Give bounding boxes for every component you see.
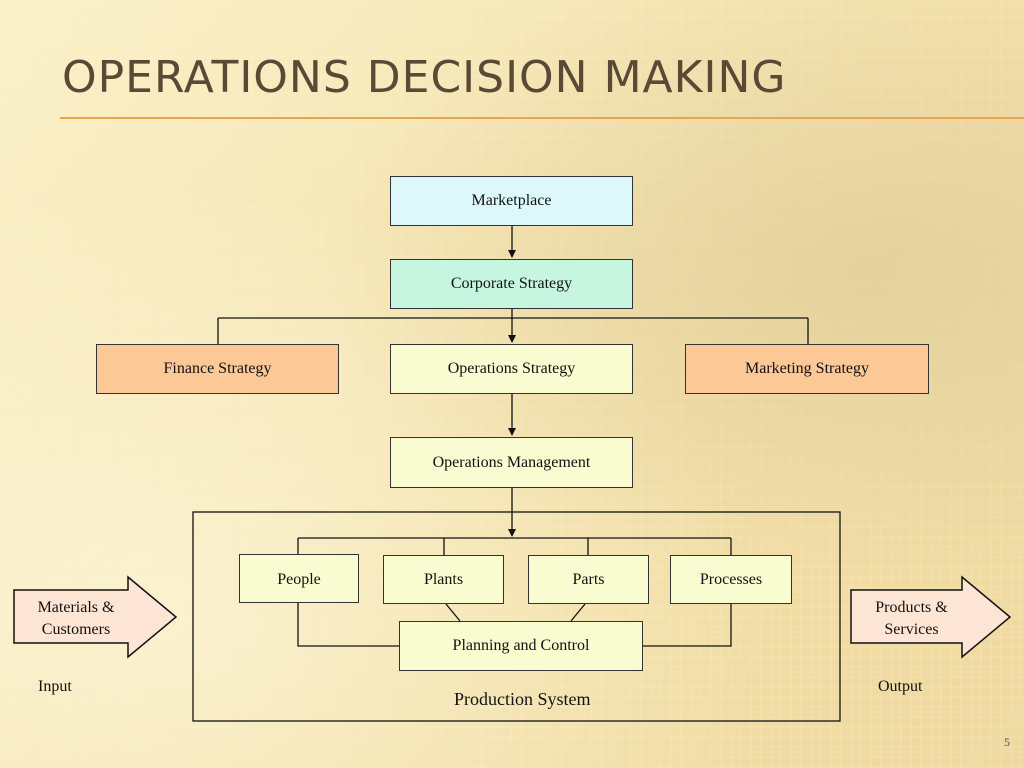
input-arrow-line2: Customers	[41, 621, 111, 638]
marketplace-label: Marketplace	[471, 192, 552, 209]
slide-title: Operations Decision Making	[62, 52, 787, 103]
people-label: People	[277, 571, 321, 588]
output-label: Output	[878, 678, 923, 695]
people-box: People	[239, 554, 359, 603]
processes-box: Processes	[670, 555, 792, 604]
finance-strategy-box: Finance Strategy	[96, 344, 339, 394]
input-label: Input	[38, 678, 72, 695]
parts-label: Parts	[572, 570, 605, 588]
planning-and-control-box: Planning and Control	[399, 621, 643, 671]
operations-strategy-label: Operations Strategy	[447, 360, 576, 377]
input-arrow	[13, 575, 178, 659]
connector-plants-planning	[445, 603, 461, 622]
finance-strategy-label: Finance Strategy	[163, 360, 272, 377]
processes-label: Processes	[699, 570, 763, 588]
marketing-strategy-label: Marketing Strategy	[745, 360, 869, 377]
title-rule	[60, 117, 1024, 119]
production-system-frame	[192, 511, 841, 722]
connector-people-planning	[297, 603, 400, 647]
parts-box: Parts	[528, 555, 649, 604]
input-arrow-line1: Materials &	[37, 599, 115, 616]
planning-and-control-label: Planning and Control	[452, 637, 590, 654]
plants-label: Plants	[423, 570, 464, 588]
corporate-strategy-box: Corporate Strategy	[390, 259, 633, 309]
operations-management-box: Operations Management	[390, 437, 633, 488]
output-arrow	[850, 575, 1012, 659]
output-arrow-line2: Services	[884, 621, 939, 638]
output-arrow-line1: Products &	[875, 599, 948, 616]
operations-management-label: Operations Management	[432, 453, 591, 471]
connector-processes-planning	[642, 603, 732, 647]
input-arrow-text: Materials & Customers	[14, 597, 138, 641]
production-system-label: Production System	[454, 689, 591, 709]
connector-parts-planning	[570, 603, 586, 622]
operations-strategy-box: Operations Strategy	[390, 344, 633, 394]
page-number: 5	[1004, 735, 1010, 749]
output-arrow-text: Products & Services	[851, 597, 972, 641]
corporate-strategy-label: Corporate Strategy	[450, 275, 573, 292]
marketing-strategy-box: Marketing Strategy	[685, 344, 929, 394]
marketplace-box: Marketplace	[390, 176, 633, 226]
plants-box: Plants	[383, 555, 504, 604]
